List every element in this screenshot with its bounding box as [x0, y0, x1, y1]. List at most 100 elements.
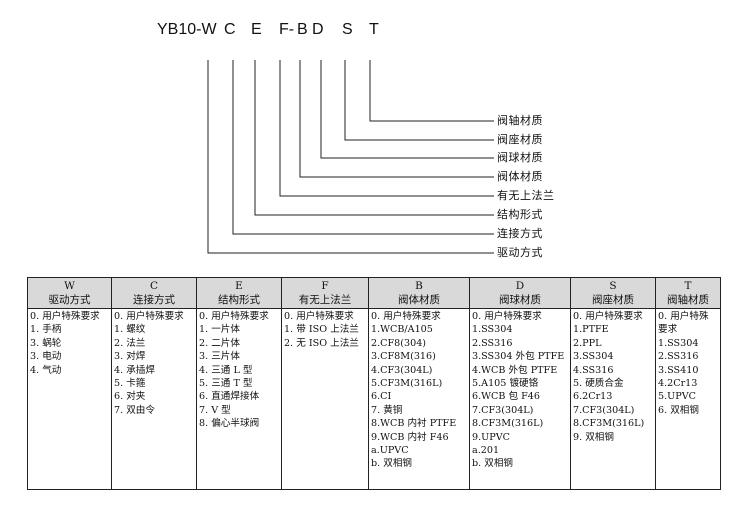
option-item: 2. 法兰: [114, 337, 146, 349]
option-item: 8.CF3M(316L): [472, 418, 544, 430]
option-item: 2.SS316: [658, 351, 699, 363]
col-title: 阀座材质: [592, 294, 634, 306]
col-title: 阀体材质: [398, 294, 440, 306]
label-ball-material: 阀球材质: [497, 151, 543, 164]
option-item: 2.CF8(304): [371, 337, 427, 349]
col-title: 驱动方式: [48, 294, 91, 306]
options-cell-f: 0. 用户特殊要求 1. 带 ISO 上法兰 2. 无 ISO 上法兰: [281, 308, 369, 490]
col-code: E: [235, 280, 243, 292]
options-cell-s: 0. 用户特殊要求 1.PTFE 2.PPL 3.SS304 4.SS316 5…: [570, 308, 656, 490]
col-header-t: T 阀轴材质: [655, 277, 721, 309]
option-item: 1.SS304: [472, 324, 513, 336]
option-item: 8.CF3M(316L): [573, 418, 645, 430]
col-header-c: C 连接方式: [111, 277, 197, 309]
option-item: 2.SS316: [472, 337, 513, 349]
option-item: 0. 用户特殊要求: [573, 311, 643, 322]
option-item: 5.CF3M(316L): [371, 378, 443, 390]
option-item: a.201: [472, 445, 500, 457]
option-item: 1. 带 ISO 上法兰: [284, 324, 359, 336]
col-code: C: [149, 280, 159, 292]
option-item: 1.SS304: [658, 337, 699, 349]
col-code: D: [515, 280, 525, 292]
option-item: 4.SS316: [573, 364, 614, 376]
option-item: 4. 承插焊: [114, 364, 155, 376]
option-item: 3. 对焊: [114, 351, 146, 363]
col-header-d: D 阀球材质: [469, 277, 571, 309]
model-code-f: F-: [279, 21, 295, 38]
option-item: 6. 双相钢: [658, 404, 699, 416]
model-code-c: C: [224, 21, 236, 38]
option-item: 3.SS410: [658, 364, 699, 376]
label-connection: 连接方式: [497, 227, 543, 240]
model-code-d: D: [312, 21, 324, 38]
option-item: 6.CI: [371, 391, 392, 403]
model-code-prefix: YB10-W: [157, 21, 217, 38]
option-item: 3. 蜗轮: [30, 337, 62, 349]
model-code: YB10-W C E F- B D S T: [157, 21, 397, 45]
option-item: 4. 气动: [30, 364, 62, 376]
col-code: T: [684, 280, 692, 292]
option-item: 3.SS304: [573, 351, 614, 363]
option-item: 6.2Cr13: [573, 391, 613, 403]
option-item: 5. 硬质合金: [573, 378, 624, 390]
col-title: 结构形式: [218, 294, 260, 306]
label-structure: 结构形式: [497, 208, 543, 221]
options-cell-d: 0. 用户特殊要求 1.SS304 2.SS316 3.SS304 外包 PTF…: [469, 308, 571, 490]
col-title: 阀轴材质: [667, 294, 709, 306]
option-item: 3. 三片体: [199, 351, 240, 363]
col-title: 有无上法兰: [298, 294, 352, 306]
option-item: 9. 双相钢: [573, 431, 614, 443]
option-item: 7. V 型: [199, 404, 231, 416]
option-item: 0. 用户特殊要求: [472, 311, 542, 322]
option-item: 6.WCB 包 F46: [472, 391, 540, 403]
model-code-s: S: [342, 21, 353, 38]
col-header-s: S 阀座材质: [570, 277, 656, 309]
option-item: b. 双相钢: [371, 458, 413, 470]
model-code-b: B: [297, 21, 308, 38]
model-code-t: T: [369, 21, 379, 38]
option-item: 6. 直通焊接体: [199, 391, 260, 403]
col-code: S: [609, 280, 617, 292]
options-cell-w: 0. 用户特殊要求 1. 手柄 3. 蜗轮 3. 电动 4. 气动: [27, 308, 112, 490]
option-item: 8. 偏心半球阀: [199, 418, 260, 430]
option-item: 2. 无 ISO 上法兰: [284, 337, 359, 349]
option-item: 0. 用户特殊要求: [284, 311, 354, 322]
option-item: 0. 用户特殊要求: [114, 311, 184, 322]
col-header-e: E 结构形式: [196, 277, 282, 309]
col-header-w: W 驱动方式: [27, 277, 112, 309]
option-item: 1.PTFE: [573, 324, 609, 336]
options-cell-b: 0. 用户特殊要求 1.WCB/A105 2.CF8(304) 3.CF8M(3…: [368, 308, 470, 490]
option-item: 3. 电动: [30, 351, 62, 363]
option-item: 9.UPVC: [472, 431, 510, 443]
option-item: 3.SS304 外包 PTFE: [472, 351, 565, 363]
option-item: 1. 手柄: [30, 324, 62, 336]
option-item: 0. 用户特殊要求: [30, 311, 100, 322]
col-code: B: [415, 280, 423, 292]
option-item: 4.CF3(304L): [371, 364, 433, 376]
option-item: 5.UPVC: [658, 391, 696, 403]
options-cell-e: 0. 用户特殊要求 1. 一片体 2. 二片体 3. 三片体 4. 三通 L 型…: [196, 308, 282, 490]
option-item: a.UPVC: [371, 445, 409, 457]
option-item: 7. 黄铜: [371, 404, 403, 416]
option-item: 3.CF8M(316): [371, 351, 436, 363]
options-cell-t: 0. 用户特殊要求 1.SS304 2.SS316 3.SS410 4.2Cr1…: [655, 308, 721, 490]
label-shaft-material: 阀轴材质: [497, 114, 543, 127]
col-title: 阀球材质: [499, 294, 541, 306]
option-item: 7.CF3(304L): [472, 404, 534, 416]
options-cell-c: 0. 用户特殊要求 1. 螺纹 2. 法兰 3. 对焊 4. 承插焊 5. 卡箍…: [111, 308, 197, 490]
option-item: 8.WCB 内衬 PTFE: [371, 418, 457, 430]
label-drive: 驱动方式: [497, 246, 543, 259]
label-body-material: 阀体材质: [497, 170, 543, 183]
model-code-e: E: [251, 21, 262, 38]
label-seat-material: 阀座材质: [497, 133, 543, 146]
option-item: 1. 一片体: [199, 324, 240, 336]
option-item: b. 双相钢: [472, 458, 514, 470]
col-code: W: [64, 280, 75, 292]
col-title: 连接方式: [133, 294, 175, 306]
option-item: 2. 二片体: [199, 337, 240, 349]
option-item: 6. 对夹: [114, 391, 146, 403]
code-leader-lines: [207, 60, 494, 254]
